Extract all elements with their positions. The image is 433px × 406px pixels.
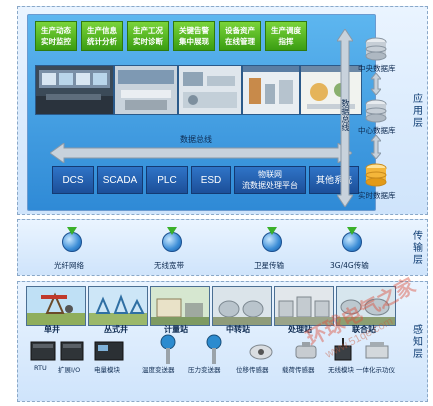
rtu-label: RTU (34, 364, 47, 372)
realtime-database-icon (365, 163, 387, 187)
power-module-icon (94, 341, 124, 361)
transfer-station-image (212, 286, 272, 326)
displacement-sensor-icon (249, 344, 273, 360)
control-room-image-2 (114, 65, 178, 115)
system-plc[interactable]: PLC (146, 166, 188, 194)
db-arrow-1 (371, 73, 381, 95)
mobile-network-label: 3G/4G传输 (330, 261, 369, 270)
wireless-module-label: 无线模块 (328, 366, 354, 374)
system-dcs[interactable]: DCS (52, 166, 94, 194)
displacement-sensor-label: 位移传感器 (236, 366, 269, 374)
scada-screen-image (242, 65, 300, 115)
metering-station-image (150, 286, 210, 326)
system-iot-platform[interactable]: 物联网 流数据处理平台 (234, 166, 306, 194)
fiber-network-icon (62, 227, 82, 252)
expansion-io-label: 扩展I/O (58, 366, 81, 374)
application-panel: 生产动态 实时监控 生产信息 统计分析 生产工况 实时诊断 关键告警 集中展现 … (27, 14, 376, 211)
vertical-data-bus-arrow (337, 29, 353, 207)
satellite-label: 卫星传输 (254, 261, 284, 270)
combined-station-label: 联合站 (352, 325, 376, 334)
perception-layer: 感知层 单井 丛式井 计量站 中转站 处理站 联合站 RTU 扩 (17, 281, 428, 402)
pressure-transmitter-icon (206, 334, 222, 364)
data-bus-arrow (50, 143, 352, 163)
metering-station-label: 计量站 (164, 325, 188, 334)
app-button-asset[interactable]: 设备资产 在线管理 (219, 21, 261, 51)
processing-station-label: 处理站 (288, 325, 312, 334)
realtime-database-label: 实时数据库 (358, 191, 396, 200)
app-button-dispatch[interactable]: 生产调度 指挥 (265, 21, 307, 51)
system-other[interactable]: 其他系统 (309, 166, 359, 194)
expansion-io-icon (60, 341, 84, 361)
single-well-label: 单井 (44, 325, 60, 334)
app-button-alarm[interactable]: 关键告警 集中展现 (173, 21, 215, 51)
gis-screen-image (300, 65, 362, 115)
transport-layer: 传输层 光纤网络 无线宽带 卫星传输 3G/4G传输 (17, 219, 428, 276)
control-room-image (35, 65, 114, 115)
application-layer-label: 应用层 (410, 92, 422, 129)
wireless-broadband-label: 无线宽带 (154, 261, 184, 270)
temperature-transmitter-label: 温度变送器 (142, 366, 175, 374)
center-database-icon (365, 99, 387, 123)
mobile-network-icon (342, 227, 362, 252)
processing-station-image (274, 286, 334, 326)
app-button-monitoring[interactable]: 生产动态 实时监控 (35, 21, 77, 51)
load-sensor-label: 载荷传感器 (282, 366, 315, 374)
wireless-broadband-icon (162, 227, 182, 252)
system-esd[interactable]: ESD (191, 166, 231, 194)
transfer-station-label: 中转站 (226, 325, 250, 334)
pressure-transmitter-label: 压力变送器 (188, 366, 221, 374)
application-layer: 应用层 生产动态 实时监控 生产信息 统计分析 生产工况 实时诊断 关键告警 集… (17, 6, 428, 215)
satellite-icon (262, 227, 282, 252)
dynamometer-icon (365, 342, 389, 359)
wireless-module-icon (334, 338, 352, 361)
data-bus-label: 数据总线 (180, 135, 212, 144)
single-well-image (26, 286, 86, 326)
fiber-network-label: 光纤网络 (54, 261, 84, 270)
temperature-transmitter-icon (160, 334, 176, 364)
dynamometer-label: 一体化示功仪 (356, 366, 395, 374)
center-database-label: 中心数据库 (358, 126, 396, 135)
system-scada[interactable]: SCADA (97, 166, 143, 194)
rtu-device-icon (30, 341, 56, 361)
central-database-icon (365, 37, 387, 61)
plant-screen-image (178, 65, 242, 115)
combined-station-image (336, 286, 396, 326)
power-module-label: 电量模块 (94, 366, 120, 374)
transport-layer-label: 传输层 (410, 229, 422, 266)
central-database-label: 中央数据库 (358, 64, 396, 73)
db-arrow-2 (371, 135, 381, 159)
app-button-diagnosis[interactable]: 生产工况 实时诊断 (127, 21, 169, 51)
cluster-well-image (88, 286, 148, 326)
load-sensor-icon (295, 342, 317, 359)
cluster-well-label: 丛式井 (104, 325, 128, 334)
perception-layer-label: 感知层 (410, 323, 422, 360)
vertical-data-bus-label: 数据总线 (341, 99, 350, 131)
app-button-statistics[interactable]: 生产信息 统计分析 (81, 21, 123, 51)
